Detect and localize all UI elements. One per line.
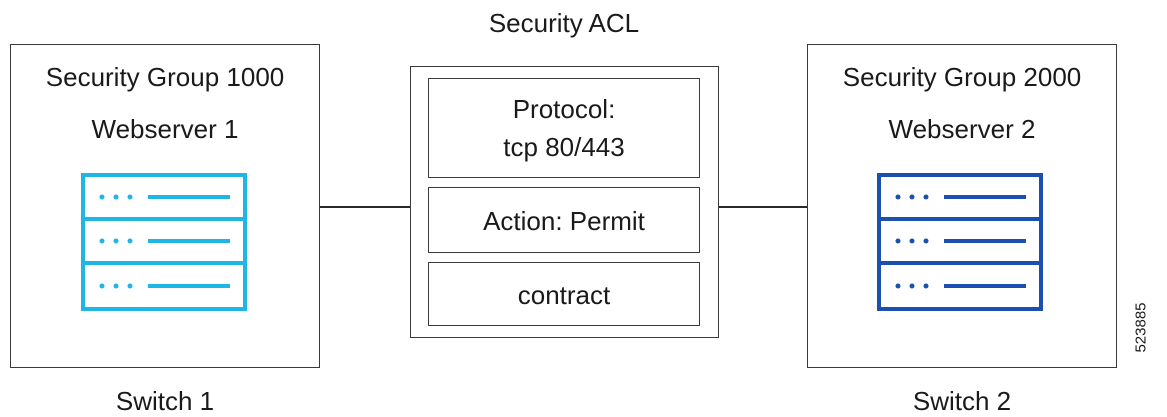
server-rack-icon xyxy=(81,173,247,311)
contract-box xyxy=(428,262,700,326)
action-box xyxy=(428,187,700,253)
protocol-value: tcp 80/443 xyxy=(503,132,625,162)
action-label: Action: Permit xyxy=(483,206,645,236)
link-right xyxy=(719,206,807,208)
switch-1-label: Switch 1 xyxy=(115,386,215,416)
protocol-box xyxy=(428,78,700,178)
security-group-1000-label: Security Group 1000 xyxy=(45,62,285,92)
contract-label: contract xyxy=(517,280,611,310)
webserver-1-label: Webserver 1 xyxy=(91,114,239,144)
switch-2-label: Switch 2 xyxy=(912,386,1012,416)
acl-title: Security ACL xyxy=(488,8,640,38)
diagram-id: 523885 xyxy=(1132,302,1150,353)
protocol-label: Protocol: xyxy=(512,94,616,124)
switch-2-box xyxy=(807,44,1117,368)
security-group-2000-label: Security Group 2000 xyxy=(842,62,1082,92)
server-rack-icon xyxy=(877,173,1043,311)
link-left xyxy=(320,206,410,208)
switch-1-box xyxy=(10,44,320,368)
webserver-2-label: Webserver 2 xyxy=(888,114,1036,144)
